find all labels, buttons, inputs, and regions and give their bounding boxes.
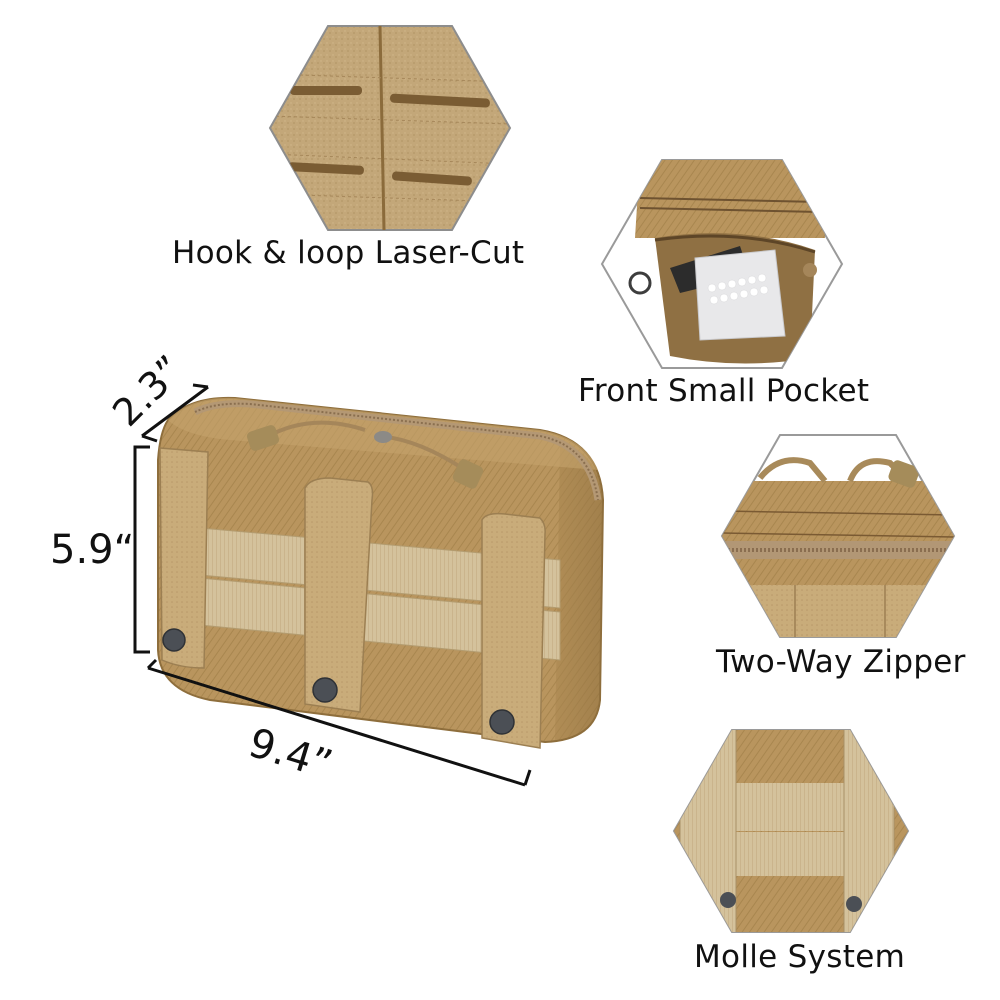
front-pocket-closeup-image bbox=[600, 159, 844, 369]
snap-button bbox=[489, 709, 515, 735]
dimension-lines bbox=[133, 383, 532, 787]
snap-button bbox=[312, 677, 338, 703]
zipper-pull-left bbox=[246, 420, 366, 451]
hex-two-way-zipper-detail bbox=[720, 433, 956, 639]
dimension-height-label: 5.9“ bbox=[50, 527, 135, 573]
molle-closeup-image bbox=[672, 729, 910, 933]
feature-label-hook-loop: Hook & loop Laser-Cut bbox=[172, 235, 525, 271]
feature-label-molle: Molle System bbox=[694, 939, 906, 975]
strap-center bbox=[304, 477, 374, 713]
feature-label-front-pocket: Front Small Pocket bbox=[578, 373, 870, 409]
hex-hook-loop-detail bbox=[268, 24, 512, 232]
feature-label-two-way-zipper: Two-Way Zipper bbox=[716, 644, 966, 680]
strap-left bbox=[159, 447, 209, 669]
strap-right bbox=[481, 512, 546, 749]
hex-molle-detail bbox=[672, 728, 910, 934]
hook-loop-closeup-image bbox=[268, 25, 512, 231]
snap-button bbox=[162, 628, 186, 652]
two-way-zipper-closeup-image bbox=[720, 434, 956, 638]
hex-front-pocket-detail bbox=[600, 158, 844, 370]
